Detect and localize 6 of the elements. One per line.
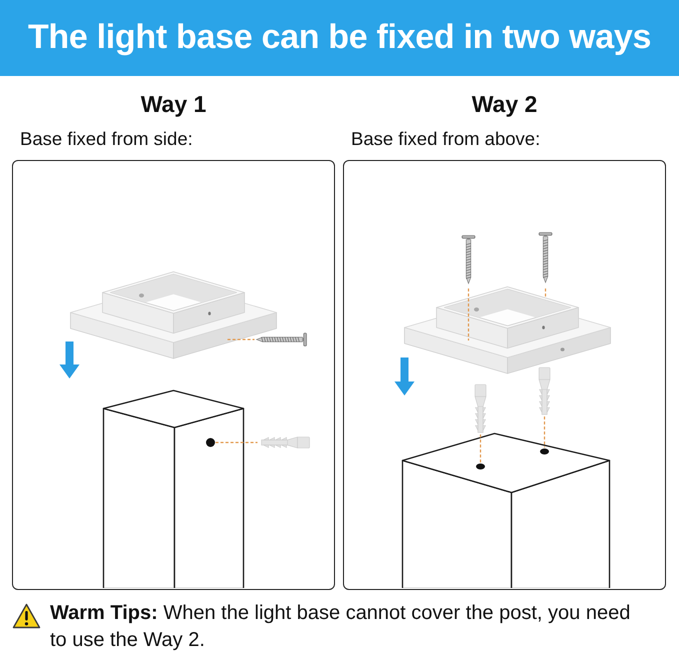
panel-heading: Way 1 [140, 90, 206, 118]
panel-subheading: Base fixed from above: [351, 127, 540, 151]
tip-text: Warm Tips: When the light base cannot cover the post, you need to use the Way 2. [50, 601, 632, 653]
panel-heading: Way 2 [472, 90, 538, 118]
page-title: The light base can be fixed in two ways [28, 17, 652, 57]
panel-subheading: Base fixed from side: [20, 127, 193, 151]
